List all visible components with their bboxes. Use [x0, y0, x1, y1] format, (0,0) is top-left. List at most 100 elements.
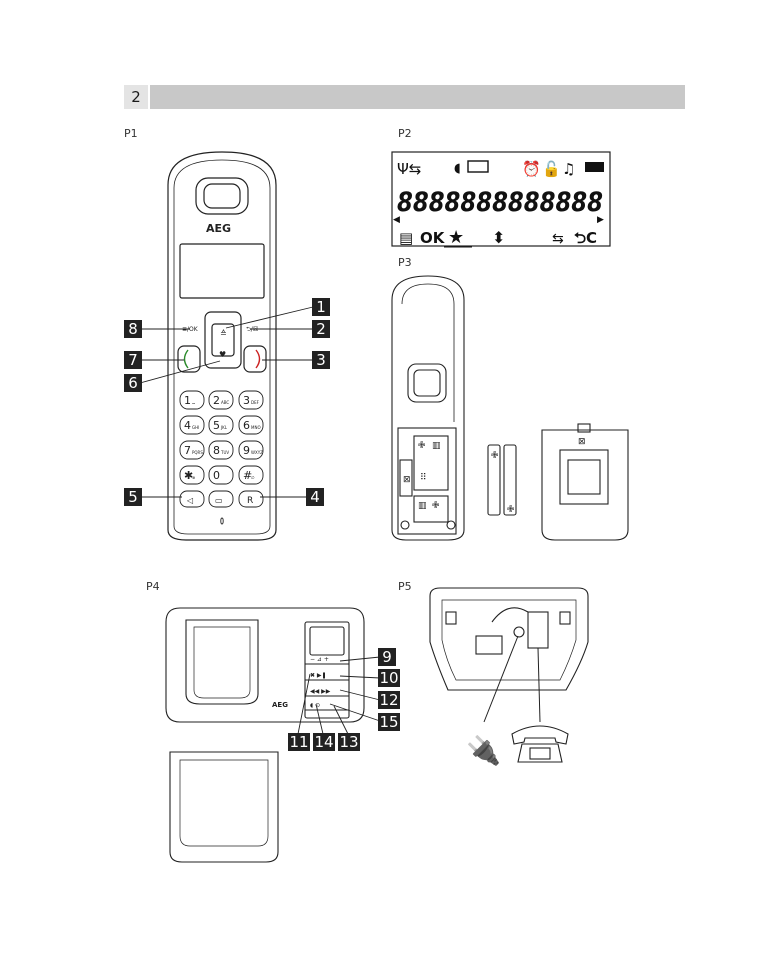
callout-9: 9: [378, 648, 396, 666]
keypad-key-label: #: [243, 469, 252, 482]
lock-icon: 🔓: [542, 160, 561, 178]
keypad-key: [179, 390, 205, 410]
lcd-segment-row: 8888888888888: [397, 187, 603, 218]
callout-2: 2: [312, 320, 330, 338]
keypad-key-sublabel: MNO: [251, 425, 261, 430]
keypad-key-label: 9: [243, 444, 250, 457]
power-adapter-icon: 🔌: [466, 734, 501, 767]
callout-7: 7: [124, 351, 142, 369]
callout-12: 12: [378, 691, 400, 709]
keypad-key: [238, 415, 264, 435]
svg-text:✙: ✙: [507, 505, 515, 515]
callout-10: 10: [378, 669, 400, 687]
alarm-icon: ⏰: [522, 159, 541, 178]
svg-text:⊠: ⊠: [403, 475, 411, 485]
keypad-key-sublabel: TUV: [220, 450, 229, 455]
panel-label-p1: P1: [124, 127, 138, 140]
keypad-key: [179, 440, 205, 460]
panel-label-p3: P3: [398, 256, 412, 269]
keypad-key-sublabel: ⊕: [192, 475, 195, 480]
svg-text:⊠: ⊠: [578, 437, 586, 447]
transfer-icon: ⇆: [552, 231, 564, 247]
keypad-key: [238, 465, 264, 485]
keypad-key: [179, 415, 205, 435]
keypad-key-sublabel: GHI: [192, 425, 199, 430]
svg-text:✙: ✙: [491, 451, 499, 461]
callout-1: 1: [312, 298, 330, 316]
telephone-line-icon: [511, 725, 569, 763]
callout-5: 5: [124, 488, 142, 506]
callout-13: 13: [338, 733, 360, 751]
keypad-key-label: 8: [213, 444, 220, 457]
p1-brand-logo: AEG: [206, 222, 231, 235]
keypad-key-sublabel: PQRS: [192, 450, 203, 455]
svg-text:≙: ≙: [220, 329, 227, 338]
keypad-key-sublabel: ⌴: [192, 400, 195, 405]
svg-text:✖ ▶❚: ✖ ▶❚: [310, 672, 327, 679]
keypad-key-sublabel: DEF: [251, 400, 260, 405]
svg-text:⠿: ⠿: [420, 472, 427, 483]
svg-text:▥: ▥: [432, 441, 441, 451]
panel-label-p4: P4: [146, 580, 160, 593]
svg-text:✙: ✙: [418, 441, 426, 451]
svg-text:− ⊿ +: − ⊿ +: [310, 656, 329, 663]
keypad-key-label: ✱: [184, 469, 193, 482]
antenna-icon: Ψ⇆: [397, 160, 422, 178]
keypad-key-label: 4: [184, 419, 191, 432]
keypad-key-label: 6: [243, 419, 250, 432]
section-header-bar: [150, 85, 685, 109]
star-icon: ★: [448, 227, 464, 248]
keypad-key: [208, 415, 234, 435]
keypad-key: [238, 390, 264, 410]
ok-indicator: OK: [420, 229, 446, 247]
svg-text:◖ ⊙: ◖ ⊙: [310, 702, 320, 709]
keypad-key-label: 3: [243, 394, 250, 407]
ringer-off-icon: ♫: [562, 160, 575, 178]
panel-label-p5: P5: [398, 580, 412, 593]
up-down-icon: ⬍: [492, 228, 505, 247]
keypad-key: [208, 390, 234, 410]
menu-icon: ▤: [399, 229, 413, 247]
keypad-key-label: 7: [184, 444, 191, 457]
callout-15: 15: [378, 713, 400, 731]
section-number: 2: [124, 85, 148, 109]
svg-text:♥: ♥: [219, 350, 226, 359]
callout-3: 3: [312, 351, 330, 369]
callout-4: 4: [306, 488, 324, 506]
callout-8: 8: [124, 320, 142, 338]
p1-soft-left-label: ≣/OK: [182, 326, 199, 333]
svg-text:▭: ▭: [215, 496, 223, 505]
keypad-key-label: 0: [213, 469, 220, 482]
keypad-key: [208, 465, 234, 485]
keypad-key-sublabel: ABC: [221, 400, 229, 405]
svg-text:✙: ✙: [432, 501, 440, 511]
p1-r-key-label: R: [247, 496, 253, 506]
battery-icon: [585, 162, 604, 172]
speaker-icon: ◖: [454, 161, 461, 176]
left-arrow-icon: ◀: [393, 215, 400, 225]
svg-text:▥: ▥: [418, 501, 427, 511]
callout-6: 6: [124, 374, 142, 392]
keypad-key-sublabel: JKL: [220, 425, 228, 430]
voicemail-icon: [467, 160, 489, 173]
p1-soft-right-label: ⮌/☒: [246, 326, 258, 333]
keypad-key: [208, 440, 234, 460]
keypad-key-label: 5: [213, 419, 220, 432]
keypad-key-label: 2: [213, 394, 220, 407]
keypad-key-label: 1: [184, 394, 191, 407]
callout-14: 14: [313, 733, 335, 751]
keypad-key: [238, 440, 264, 460]
right-arrow-icon: ▶: [597, 215, 604, 225]
svg-text:◀◀ ▶▶: ◀◀ ▶▶: [310, 688, 331, 695]
p4-brand-logo: AEG: [272, 701, 288, 709]
keypad-key-sublabel: WXYZ: [251, 450, 263, 455]
panel-label-p2: P2: [398, 127, 412, 140]
keypad-key: [179, 465, 205, 485]
back-icon: ⮌C: [574, 229, 597, 247]
callout-11: 11: [288, 733, 310, 751]
svg-text:◁: ◁: [186, 496, 193, 505]
